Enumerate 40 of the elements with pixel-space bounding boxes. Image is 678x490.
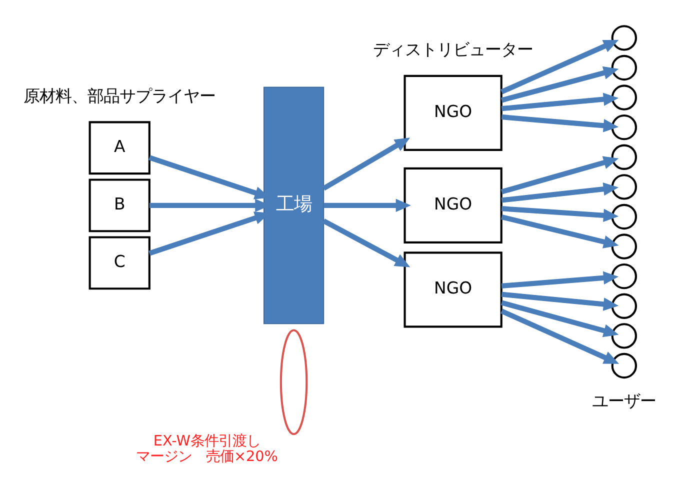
node-ellipse — [280, 328, 308, 435]
arrow — [501, 92, 619, 111]
arrow — [501, 291, 619, 310]
arrow — [501, 214, 619, 248]
arrow — [322, 137, 410, 190]
node-label: マージン 売価×20% — [136, 448, 278, 464]
node-box: A — [88, 120, 150, 174]
node-circle — [611, 144, 637, 170]
label: ディストリビューター — [373, 40, 534, 59]
node-circle — [611, 352, 637, 378]
node-label: EX-W条件引渡し — [153, 433, 260, 450]
node-box: B — [88, 178, 150, 232]
node-box: 工場 — [263, 86, 324, 324]
arrow — [500, 156, 619, 194]
node-circle — [611, 114, 637, 140]
node-box: NGO — [404, 251, 502, 328]
arrow — [501, 114, 619, 132]
node-circle — [611, 84, 637, 110]
node-circle — [611, 54, 637, 80]
node-circle — [611, 203, 637, 230]
node-circle — [611, 322, 637, 348]
arrow — [500, 300, 619, 337]
node-circle — [611, 233, 637, 259]
node-box: NGO — [404, 166, 502, 243]
arrow — [322, 218, 410, 267]
arrow — [500, 308, 620, 364]
node-circle — [611, 292, 637, 318]
arrow — [500, 66, 619, 102]
arrow — [501, 206, 619, 222]
label: 原材料、部品サプライヤー — [24, 86, 216, 105]
node-circle — [611, 24, 637, 50]
arrow — [501, 182, 619, 202]
label: ユーザー — [592, 391, 656, 410]
node-box: C — [88, 236, 150, 290]
node-box: NGO — [404, 74, 502, 150]
node-circle — [611, 174, 637, 200]
arrow — [500, 39, 619, 94]
arrow — [501, 270, 619, 288]
node-circle — [611, 262, 637, 289]
arrow — [324, 198, 411, 212]
